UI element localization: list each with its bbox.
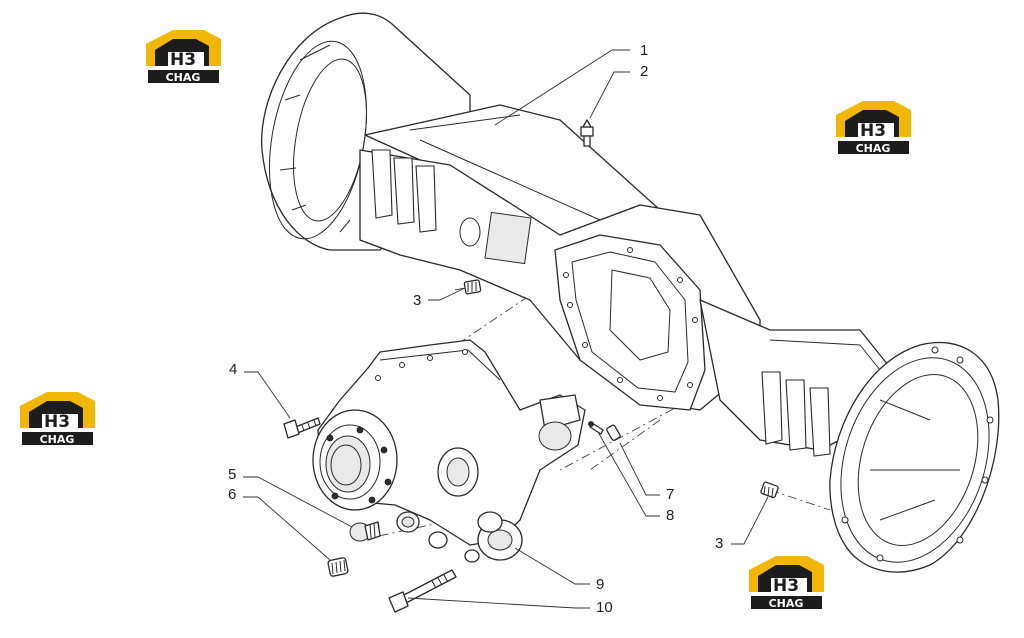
callout-label: 2: [640, 63, 648, 80]
watermark-caption: CHAG: [856, 142, 891, 155]
differential-carrier: [312, 339, 586, 563]
callout-2: 2: [589, 63, 648, 119]
screw-8: [588, 421, 604, 435]
callout-label: 9: [596, 576, 604, 593]
watermark-logo-bottom: H3 CHAG: [749, 556, 824, 610]
breather-valve: [580, 119, 594, 147]
watermark-logo-top-left: H3 CHAG: [146, 30, 221, 84]
plug-6: [327, 557, 349, 577]
plug-3-left: [463, 279, 482, 295]
callout-label: 10: [596, 599, 613, 616]
callouts: 1 2 3 3 4 5 6 7: [228, 42, 769, 616]
bolt-4: [283, 417, 321, 439]
callout-3-right: 3: [715, 496, 769, 552]
watermark-mark: H3: [860, 121, 886, 141]
watermark-mark: H3: [44, 412, 70, 432]
plug-3-right: [760, 481, 779, 499]
callout-label: 3: [413, 292, 421, 309]
callout-9: 9: [514, 547, 604, 593]
callout-4: 4: [229, 361, 291, 419]
callout-3-left: 3: [413, 287, 466, 309]
axle-housing: [261, 12, 1000, 573]
plug-5: [349, 521, 381, 542]
watermark-mark: H3: [773, 576, 799, 596]
watermark-mark: H3: [170, 50, 196, 70]
watermark-caption: CHAG: [769, 597, 804, 610]
callout-label: 3: [715, 535, 723, 552]
callout-label: 1: [640, 42, 648, 59]
callout-label: 8: [666, 507, 674, 524]
callout-7: 7: [619, 442, 674, 503]
pin-7: [606, 424, 621, 441]
watermark-caption: CHAG: [40, 433, 75, 446]
callout-label: 5: [228, 466, 236, 483]
callout-10: 10: [407, 597, 613, 616]
callout-6: 6: [228, 486, 331, 561]
watermark-logo-top-right: H3 CHAG: [836, 101, 911, 155]
watermark-caption: CHAG: [166, 71, 201, 84]
callout-8: 8: [597, 431, 674, 524]
bolt-10: [388, 569, 457, 613]
callout-label: 6: [228, 486, 236, 503]
watermark-logo-left: H3 CHAG: [20, 392, 95, 446]
callout-label: 7: [666, 486, 674, 503]
callout-1: 1: [494, 42, 648, 126]
callout-5: 5: [228, 466, 353, 528]
callout-label: 4: [229, 361, 237, 378]
